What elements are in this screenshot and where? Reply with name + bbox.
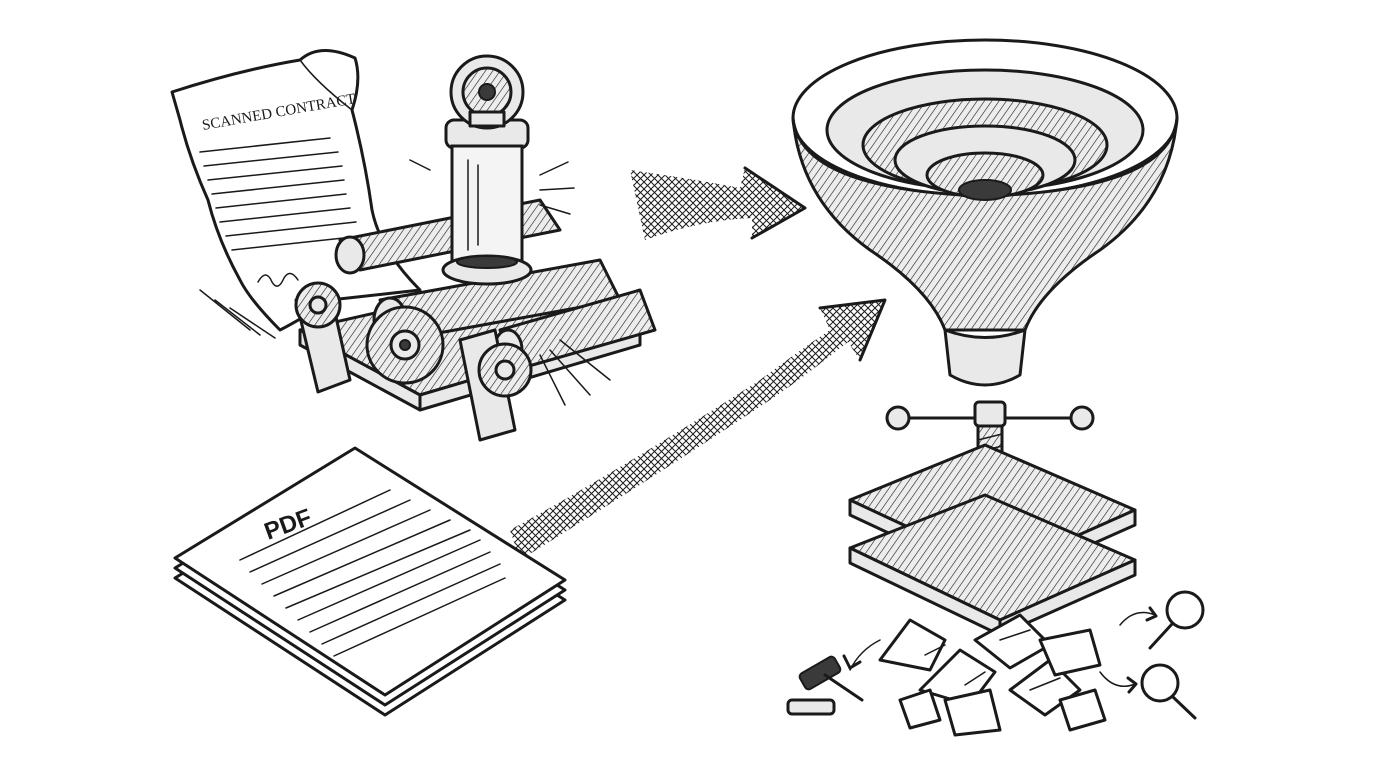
arrow-icon xyxy=(510,298,887,560)
pdf-text-lines xyxy=(239,489,506,657)
arrow-icon xyxy=(630,166,807,240)
gear-icon xyxy=(449,54,525,130)
roller-machine-icon xyxy=(294,54,657,442)
gear-icon xyxy=(294,281,342,329)
magnifier-icon xyxy=(1119,590,1205,650)
gear-icon xyxy=(365,305,445,385)
funnel-icon xyxy=(791,38,1179,387)
signature-squiggle xyxy=(257,272,299,287)
press-icon xyxy=(848,400,1137,637)
motion-lines xyxy=(409,159,611,406)
magnifier-icon xyxy=(1099,663,1197,720)
pdf-document-icon: PDF xyxy=(173,446,567,717)
contract-text-lines xyxy=(199,137,363,251)
gear-icon xyxy=(477,342,533,398)
scanned-contract-icon: SCANNED CONTRACT xyxy=(170,49,422,339)
glass-cylinder xyxy=(441,118,533,286)
shredded-paper-pile xyxy=(878,613,1107,737)
gavel-icon xyxy=(786,639,881,716)
